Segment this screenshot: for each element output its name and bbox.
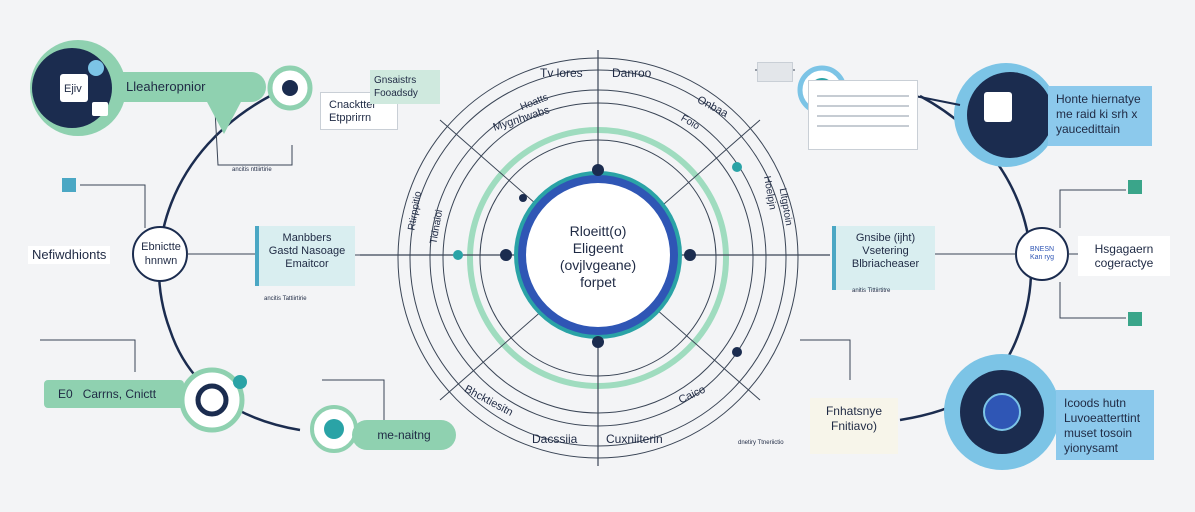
top-left-node-chip	[92, 102, 108, 116]
axis-dot-lr	[732, 347, 742, 357]
small-caption-left-mid: ancitis Tattiirtirie	[264, 296, 307, 302]
right-mid-box: Gnsibe (ijht) Vsetering Blbriacheaser	[832, 226, 935, 290]
right-lock-node-text: BNESN Kan ryg	[1029, 246, 1055, 261]
bottom-left-label: Carrns, Cnictt	[82, 387, 157, 401]
connector-small-square-left	[80, 184, 146, 228]
bottom-left-prefix: E0	[58, 387, 73, 401]
top-second-node-core	[282, 80, 298, 96]
axis-dot-right	[684, 249, 696, 261]
top-left-icon-text: Ejiv	[64, 83, 82, 95]
bottom-left-node-core	[195, 383, 229, 417]
bottom-pill-label: me-naitng	[377, 428, 431, 442]
left-mid-box: Manbbers Gastd Nasoage Emaitcor	[255, 226, 355, 286]
axis-dot-far-left	[453, 250, 463, 260]
connector-top-right-box	[909, 94, 961, 106]
bottom-right-box: Fnhatsnye Fnitiavo)	[810, 398, 898, 454]
small-caption-right-mid: anitis Tittiirtitre	[852, 288, 891, 294]
ring-label-top-right: Danroo	[612, 66, 652, 80]
center-circle[interactable]	[526, 183, 670, 327]
axis-dot-top	[592, 164, 604, 176]
square-marker-top-right	[757, 62, 793, 82]
bottom-pill[interactable]: me-naitng	[352, 420, 456, 450]
ring-label-top-left: Tv lores	[540, 66, 583, 80]
center-line-1: Rloeitt(o)	[569, 223, 627, 239]
top-center-green-box-text: Gnsaistrs Fooadsdy	[374, 75, 418, 99]
left-node-label: Ebnictte hnnwn	[141, 241, 181, 267]
right-mid-box-text: Gnsibe (ijht) Vsetering Blbriacheaser	[851, 232, 920, 270]
bottom-pill-node-core	[324, 419, 344, 439]
center-label: Rloeitt(o) Eligeent (ovjlvgeane) forpet	[532, 223, 664, 291]
connector-right-square-top	[1059, 189, 1126, 228]
right-outer-label-box: Hsgagaern cogeractye	[1078, 236, 1170, 276]
bottom-right-info-box: Icoods hutn Luvoeatterttint muset tosoin…	[1056, 390, 1154, 460]
square-marker-left	[62, 178, 76, 192]
top-left-node-dot	[88, 60, 104, 76]
connector-top-left-mid	[214, 109, 293, 166]
left-outer-label: Nefiwdhionts	[28, 246, 111, 264]
top-left-node-square	[60, 74, 88, 102]
left-mid-box-text: Manbbers Gastd Nasoage Emaitcor	[268, 232, 346, 270]
connector-bottom-center	[322, 379, 385, 420]
top-right-big-node-square	[984, 92, 1012, 122]
top-center-box-text: Cnacktter Etpprirrn	[329, 99, 377, 124]
axis-dot-bottom	[592, 336, 604, 348]
ring-label-bottom-right: Cuxniiterin	[606, 432, 663, 446]
center-line-3: (ovjlvgeane)	[559, 257, 637, 273]
bottom-right-box-text: Fnhatsnye Fnitiavo)	[825, 404, 883, 433]
bottom-left-node-dot	[233, 375, 247, 389]
top-right-info-text: Honte hiernatye me raid ki srh x yaucedi…	[1056, 92, 1141, 136]
top-left-title-pill	[118, 72, 266, 102]
top-left-title: Lleaheropnior	[126, 79, 206, 94]
right-outer-label: Hsgagaern cogeractye	[1094, 242, 1154, 270]
top-center-green-box: Gnsaistrs Fooadsdy	[370, 70, 440, 104]
center-line-4: forpet	[580, 274, 616, 290]
small-caption-top-left: ancitis nttiirtirie	[232, 167, 272, 173]
top-left-pointer	[206, 100, 242, 134]
connector-bottom-right	[800, 339, 851, 380]
axis-dot-ul	[519, 194, 527, 202]
top-right-doc-lines	[817, 95, 909, 97]
top-right-doc-box	[808, 80, 918, 150]
top-center-box: Cnacktter Etpprirrn	[320, 92, 398, 130]
top-right-info-box: Honte hiernatye me raid ki srh x yaucedi…	[1048, 86, 1152, 146]
bottom-left-pill[interactable]: E0 Carrns, Cnictt	[44, 380, 184, 408]
center-line-2: Eligeent	[572, 240, 624, 256]
connector-right-square-bottom	[1059, 282, 1126, 319]
square-marker-right-bottom	[1128, 312, 1142, 326]
ring-label-bottom-left-2: Dacssiia	[532, 432, 578, 446]
bottom-right-big-node-inner	[983, 393, 1021, 431]
small-caption-bottom-right: dnetiry Ttneriictio	[738, 440, 784, 446]
axis-dot-left	[500, 249, 512, 261]
connector-bottom-left	[40, 339, 136, 372]
axis-dot-ur	[732, 162, 742, 172]
square-marker-right-top	[1128, 180, 1142, 194]
bottom-right-info-text: Icoods hutn Luvoeatterttint muset tosoin…	[1064, 396, 1141, 455]
